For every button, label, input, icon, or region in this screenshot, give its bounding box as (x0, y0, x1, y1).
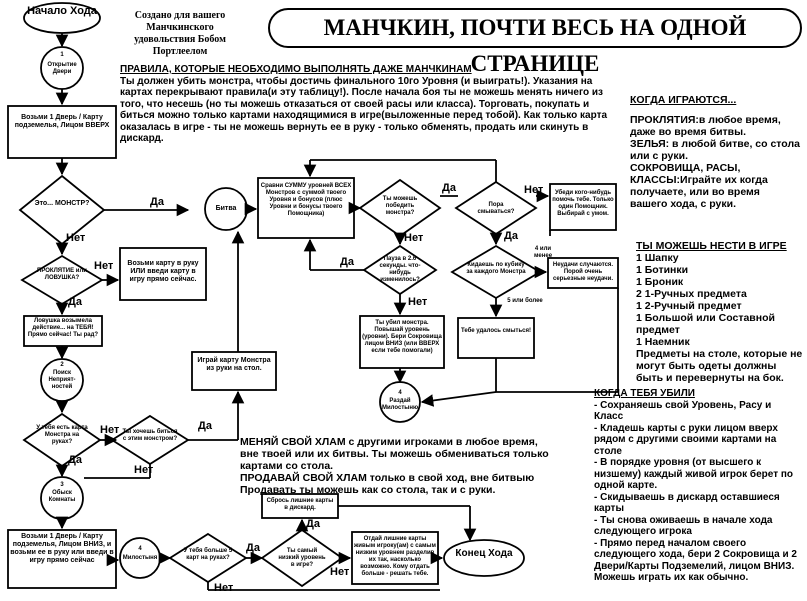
death-item: - Кладешь карты с руки лицом вверх рядом… (594, 422, 778, 457)
death-item: - Ты снова оживаешь в начале хода следую… (594, 514, 773, 538)
credits-text: Создано для вашего Манчкинского удовольс… (134, 10, 226, 57)
open-door-label: Открытие Двери (47, 62, 77, 75)
five-or-more-label: 5 или более (507, 298, 543, 304)
when-play-potion: ЗЕЛЬЯ: в любой битве, со стола или с рук… (630, 138, 800, 162)
death-item: - Прямо перед началом своего следующего … (594, 537, 797, 584)
edge-yes: Да (340, 256, 354, 268)
page-title: МАНЧКИН, ПОЧТИ ВЕСЬ НА ОДНОЙ СТРАНИЦЕ (268, 8, 802, 76)
step-2-number: 2 (60, 362, 64, 368)
death-item: - Скидываешь в дискард оставшиеся карты (594, 491, 780, 515)
edge-yes: Да (306, 518, 320, 530)
four-or-less-label: 4 или менее (533, 246, 553, 259)
edge-no: Нет (66, 232, 86, 244)
play-monster-label: Играй карту Монстра из руки на стол. (197, 357, 271, 372)
rules-title: ПРАВИЛА, КОТОРЫЕ НЕОБХОДИМО ВЫПОЛНЯТЬ ДА… (120, 64, 472, 75)
discard-extra-label: Сбрось лишние карты в дискард. (266, 498, 334, 511)
trade-panel: МЕНЯЙ СВОЙ ХЛАМ с другими игроками в люб… (240, 436, 556, 496)
step-4-number: 4 (138, 546, 142, 552)
carry-item: 1 Броник (636, 276, 684, 288)
edge-yes: Да (68, 454, 82, 466)
end-label: Конец Хода (455, 548, 513, 559)
monster-decision (18, 174, 106, 246)
loot-party-label: Раздай Милостыню (382, 398, 419, 411)
carry-note: Предметы на столе, которые не могут быть… (636, 348, 803, 384)
give-extra-label: Отдай лишние карты живым игроку(ам) с са… (354, 536, 436, 577)
take-door-down-label: Возьми 1 Дверь / Карту подземелья, Лицом… (10, 533, 114, 564)
carry-item: 1 Ботинки (636, 264, 689, 276)
pause-question: Пауза в 2.6 секунды. что-нибудь изменило… (379, 256, 421, 283)
carry-item: 2 1-Ручных предмета (636, 288, 747, 300)
edge-no: Нет (408, 296, 428, 308)
win-label: Ты убил монстра. Повышай уровень (уровни… (362, 320, 442, 354)
keep-play-label: Возьми карту в руку ИЛИ введи карту в иг… (127, 260, 199, 283)
escaped-label: Тебе удалось смыться! (460, 328, 532, 334)
roll-question: Кидаешь по кубику за каждого Монстра (466, 262, 526, 275)
escaped-box (457, 317, 535, 359)
carry-item: 1 2-Ручный предмет (636, 300, 742, 312)
when-play-panel: КОГДА ИГРАЮТСЯ... ПРОКЛЯТИЯ:в любое врем… (630, 94, 800, 210)
edge-yes: Да (504, 230, 518, 242)
start-label: Начало Хода (27, 5, 97, 17)
loot-room-label: Обыск Комнаты (48, 490, 76, 503)
rules-panel: ПРАВИЛА, КОТОРЫЕ НЕОБХОДИМО ВЫПОЛНЯТЬ ДА… (120, 64, 618, 145)
carry-item: 1 Большой или Составной предмет (636, 312, 775, 336)
bad-stuff-label: Неудачи случаются. Порой очень серьезные… (552, 262, 614, 282)
edge-no: Нет (524, 184, 544, 196)
edge-no: Нет (330, 566, 350, 578)
step-1-number: 1 (60, 52, 64, 58)
when-play-curse: ПРОКЛЯТИЯ:в любое время, даже во время б… (630, 114, 781, 138)
bad-stuff-box (547, 257, 619, 289)
carry-item: 1 Шапку (636, 252, 679, 264)
over5-question: У тебя больше 5 карт на руках? (183, 548, 233, 561)
have-monster-question: У тебя есть карта Монстра на руках? (36, 425, 88, 445)
want-fight-question: Ты хочешь биться с этим монстром? (122, 429, 178, 442)
battle-label: Битва (215, 205, 237, 212)
lowest-decision (260, 528, 344, 588)
edge-yes: Да (198, 420, 212, 432)
carry-item: 1 Наемник (636, 336, 690, 348)
death-panel: КОГДА ТЕБЯ УБИЛИ - Сохраняешь свой Урове… (594, 388, 802, 584)
edge-no: Нет (94, 260, 114, 272)
edge-yes: Да (442, 182, 456, 194)
take-door-label: Возьми 1 Дверь / Карту подземелья, Лицом… (14, 114, 110, 129)
monster-question: Это... МОНСТР? (34, 200, 90, 207)
loot-party-number: 4 (398, 390, 402, 396)
play-monster-box (191, 351, 277, 391)
trade-line-1: МЕНЯЙ СВОЙ ХЛАМ с другими игроками в люб… (240, 436, 549, 472)
edge-no: Нет (134, 464, 154, 476)
trap-label: Ловушка возымела действие... на ТЕБЯ! Пр… (27, 318, 99, 338)
trade-line-2: ПРОДАВАЙ СВОЙ ХЛАМ только в свой ход, вн… (240, 472, 535, 496)
edge-no: Нет (404, 232, 424, 244)
carry-panel: ТЫ МОЖЕШЬ НЕСТИ В ИГРЕ 1 Шапку 1 Ботинки… (636, 240, 804, 384)
search-label: Поиск Неприят-ностей (48, 370, 76, 390)
step-3-number: 3 (60, 482, 64, 488)
edge-no: Нет (100, 424, 120, 436)
when-play-title: КОГДА ИГРАЮТСЯ... (630, 94, 737, 106)
death-item: - В порядке уровня (от высшего к низшему… (594, 457, 794, 491)
carry-title: ТЫ МОЖЕШЬ НЕСТИ В ИГРЕ (636, 240, 787, 252)
keep-play-box (119, 247, 207, 301)
persuade-label: Убеди кого-нибудь помочь тебе. Только од… (552, 190, 614, 217)
lowest-question: Ты самый низкий уровень в игре? (278, 548, 326, 568)
curse-question: ПРОКЛЯТИЕ или ЛОВУШКА? (37, 268, 87, 281)
trap-box (23, 315, 103, 347)
end-node (443, 539, 525, 577)
win-box (359, 315, 445, 369)
edge-no: Нет (214, 582, 234, 594)
death-item: - Сохраняешь свой Уровень, Расу и Класс (594, 399, 772, 423)
edge-yes: Да (150, 196, 164, 208)
compare-label: Сравни СУММУ уровней ВСЕХ Монстров с сум… (260, 183, 352, 217)
death-title: КОГДА ТЕБЯ УБИЛИ (594, 388, 695, 399)
rules-body: Ты должен убить монстра, чтобы достичь ф… (120, 75, 608, 145)
edge-yes: Да (68, 296, 82, 308)
charity-label: Милостыня (122, 555, 158, 561)
edge-yes: Да (246, 542, 260, 554)
when-play-treasure: СОКРОВИЩА, РАСЫ, КЛАССЫ:Играйте их когда… (630, 162, 768, 210)
persuade-box (549, 183, 617, 231)
loot-party-circle (379, 381, 421, 423)
run-question: Пора смываться? (477, 202, 515, 215)
can-beat-question: Ты можешь победить монстра? (382, 196, 418, 216)
